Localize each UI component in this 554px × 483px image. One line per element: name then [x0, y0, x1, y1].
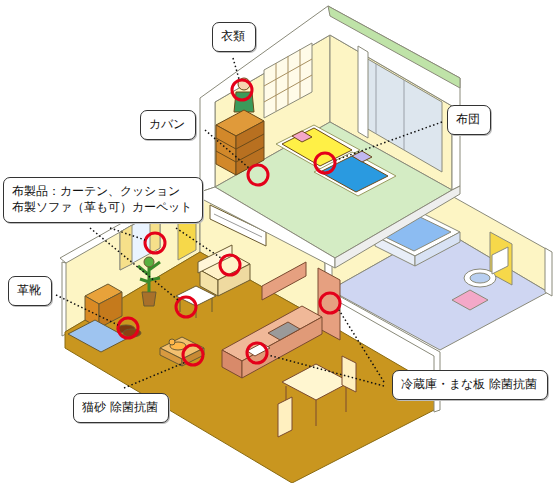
marker-circle	[176, 297, 196, 317]
marker-circle	[220, 255, 240, 275]
kitchen	[268, 322, 300, 340]
bathroom	[492, 247, 508, 274]
callout-box: 猫砂 除菌抗菌	[73, 393, 169, 423]
bathroom	[464, 269, 496, 287]
kitchen	[316, 400, 317, 426]
callout-box: カバン	[140, 110, 196, 140]
callout-box: 冷蔵庫・まな板 除菌抗菌	[392, 370, 548, 400]
callout-text: 冷蔵庫・まな板 除菌抗菌	[401, 376, 537, 392]
callout-text: カバン	[149, 116, 185, 132]
marker-circle	[248, 165, 268, 185]
upper-furniture	[292, 131, 312, 142]
leader-line	[339, 310, 384, 382]
ground-floor	[65, 252, 438, 483]
bathroom	[452, 290, 488, 310]
bathroom	[545, 248, 552, 296]
marker-circle	[315, 153, 335, 173]
leader-line	[56, 58, 442, 388]
leader-line	[268, 355, 384, 386]
callout-text: 布製ソファ（革も可）カーペット	[12, 199, 192, 215]
kitchen	[222, 350, 242, 378]
living-furniture	[212, 298, 213, 312]
callout-text: 衣類	[221, 28, 245, 44]
kitchen	[222, 262, 356, 437]
living-furniture	[144, 257, 154, 267]
marker-circle	[232, 80, 252, 100]
upper-floor	[264, 49, 312, 111]
marker-circle	[247, 343, 267, 363]
upper-furniture	[320, 156, 388, 192]
upper-floor	[200, 6, 460, 268]
marker-circle	[320, 293, 340, 313]
living-furniture	[169, 339, 175, 345]
kitchen	[342, 356, 356, 392]
ground-floor	[65, 252, 440, 483]
callout-box: 布製品：カーテン、クッション布製ソファ（革も可）カーペット	[3, 177, 203, 223]
upper-furniture	[314, 152, 396, 196]
leader-line	[124, 362, 186, 388]
leader-line	[336, 122, 442, 160]
living-furniture	[160, 348, 182, 366]
marker-circle	[183, 345, 203, 365]
bathroom	[415, 232, 460, 266]
kitchen	[346, 386, 347, 412]
leader-line	[233, 58, 239, 79]
upper-furniture	[216, 78, 396, 196]
living-furniture	[198, 245, 232, 273]
leader-line	[176, 228, 221, 258]
upper-floor	[335, 186, 460, 268]
upper-floor	[264, 43, 312, 118]
callout-text: 革靴	[17, 282, 41, 298]
living-furniture	[218, 264, 250, 296]
upper-floor	[215, 122, 452, 258]
upper-furniture	[216, 125, 236, 175]
callout-box: 革靴	[8, 276, 52, 306]
living-furniture	[142, 292, 156, 306]
callout-box: 布団	[447, 105, 491, 135]
leader-line	[56, 295, 118, 325]
upper-floor	[200, 187, 335, 268]
upper-furniture	[216, 134, 264, 162]
leader-line	[205, 130, 249, 168]
callout-text: 猫砂 除菌抗菌	[82, 399, 158, 415]
marker-circle	[118, 318, 138, 338]
leader-line	[90, 228, 178, 300]
marker-circle	[145, 233, 165, 253]
kitchen	[282, 364, 350, 400]
kitchen	[262, 262, 306, 300]
leader-line	[110, 228, 145, 240]
callout-box: 衣類	[212, 22, 256, 52]
callout-text: 布製品：カーテン、クッション	[12, 183, 180, 199]
upper-floor	[358, 46, 368, 138]
kitchen	[278, 397, 292, 437]
bathroom	[470, 273, 490, 283]
callout-text: 布団	[456, 111, 480, 127]
